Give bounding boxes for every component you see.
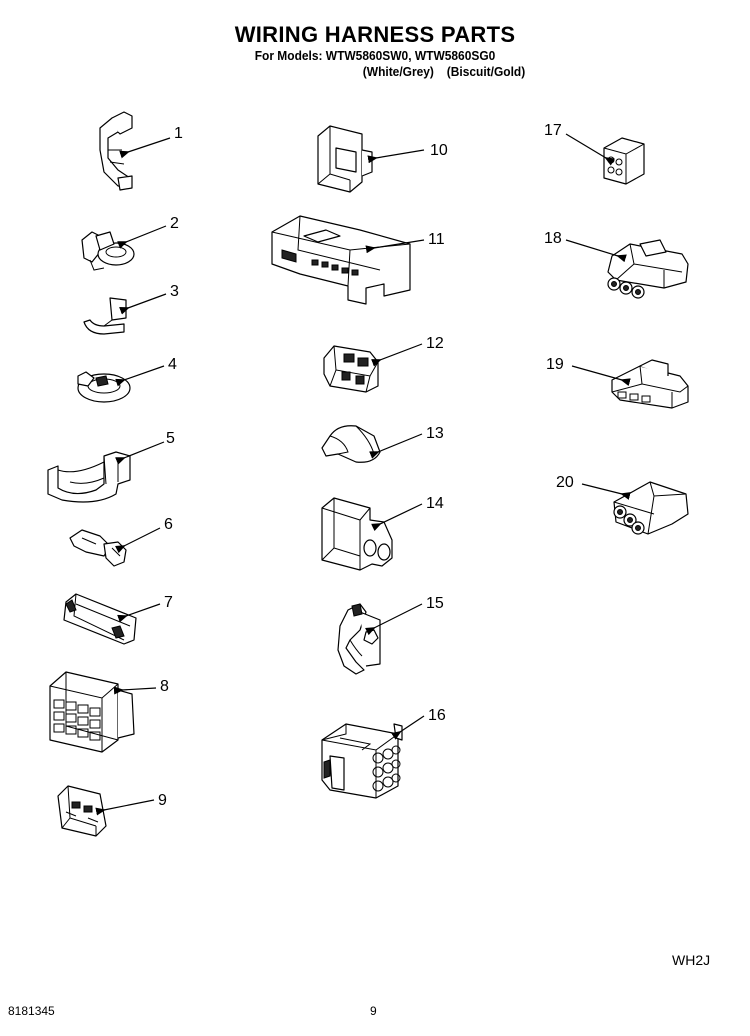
part-20-drawing (613, 481, 689, 535)
callout-20: 20 (556, 474, 574, 491)
callout-10: 10 (430, 142, 448, 159)
leader-17 (565, 133, 615, 166)
leader-8 (113, 686, 157, 695)
callout-11: 11 (428, 231, 445, 248)
part-6-drawing (69, 529, 127, 567)
callout-7: 7 (164, 594, 173, 611)
color-biscuit: (Biscuit/Gold) (446, 64, 526, 79)
part-18-drawing (607, 239, 689, 299)
part-10-drawing (317, 125, 373, 193)
part-12-drawing (323, 345, 379, 393)
page-title: WIRING HARNESS PARTS (234, 22, 516, 47)
leader-15 (365, 603, 423, 636)
doc-number: 8181345 (8, 1004, 55, 1018)
leader-lines (95, 133, 631, 816)
section-code: WH2J (672, 952, 711, 968)
leader-14 (371, 503, 423, 532)
callout-6: 6 (164, 516, 173, 533)
callout-3: 3 (170, 283, 179, 300)
page-number: 9 (370, 1004, 377, 1018)
leader-19 (571, 365, 631, 387)
color-white: (White/Grey) (362, 64, 434, 79)
leader-12 (371, 343, 423, 367)
part-2-drawing (81, 231, 135, 271)
leader-3 (119, 293, 167, 315)
leader-5 (115, 441, 165, 465)
part-11-drawing (271, 215, 411, 305)
part-4-drawing (77, 371, 131, 403)
part-16-drawing (321, 723, 403, 799)
callout-1: 1 (174, 125, 183, 142)
leader-16 (391, 715, 425, 740)
part-13-drawing (321, 425, 381, 463)
part-15-drawing (337, 603, 381, 675)
callout-4: 4 (168, 356, 177, 373)
color-line: (White/Grey) (Biscuit/Gold) (30, 64, 720, 79)
leader-9 (95, 799, 155, 816)
leader-11 (365, 239, 425, 254)
callout-14: 14 (426, 495, 444, 512)
part-19-drawing (611, 359, 689, 409)
leader-4 (115, 365, 165, 387)
callout-8: 8 (160, 678, 169, 695)
part-7-drawing (63, 593, 137, 645)
part-14-drawing (321, 497, 393, 571)
part-1-drawing (99, 111, 133, 191)
callout-17: 17 (544, 122, 562, 139)
callout-5: 5 (166, 430, 175, 447)
part-3-drawing (83, 297, 127, 335)
callout-12: 12 (426, 335, 444, 352)
leader-6 (115, 527, 161, 554)
callout-16: 16 (428, 707, 446, 724)
models-line: For Models: WTW5860SW0, WTW5860SG0 (254, 48, 496, 63)
leader-10 (367, 149, 425, 164)
callout-13: 13 (426, 425, 444, 442)
callout-2: 2 (170, 215, 179, 232)
callout-18: 18 (544, 230, 562, 247)
part-5-drawing (47, 451, 131, 503)
leader-1 (119, 137, 171, 159)
part-9-drawing (57, 785, 107, 837)
leader-7 (117, 603, 161, 623)
callout-15: 15 (426, 595, 444, 612)
callout-9: 9 (158, 792, 167, 809)
leader-2 (117, 225, 167, 249)
callout-labels: 1 2 3 4 5 6 7 8 9 10 11 12 13 14 15 16 1… (158, 122, 574, 809)
leader-18 (565, 239, 627, 263)
part-17-drawing (603, 137, 645, 185)
leader-13 (369, 433, 423, 459)
callout-19: 19 (546, 356, 564, 373)
part-8-drawing (49, 671, 135, 753)
leader-20 (581, 483, 631, 500)
